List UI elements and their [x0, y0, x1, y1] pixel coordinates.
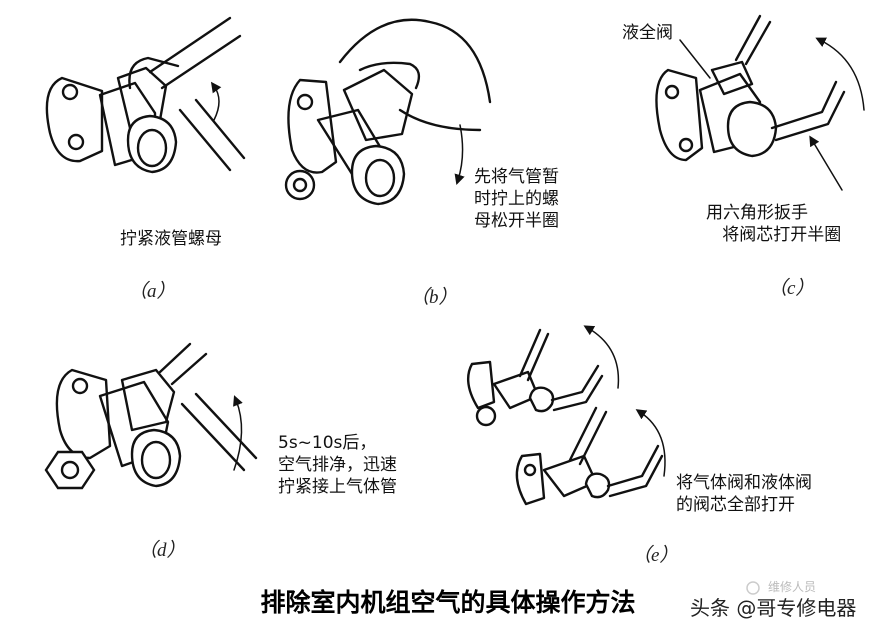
panel-b-label: （b）: [410, 287, 458, 308]
panel-c-label: （c）: [768, 278, 815, 299]
panel-c-part-label: 液全阀: [622, 23, 673, 43]
panel-b-caption: 先将气管暂 时拧上的螺 母松开半圈: [474, 167, 559, 231]
figure-title: 排除室内机组空气的具体操作方法: [260, 588, 636, 617]
panel-c-caption: 用六角形扳手 将阀芯打开半圈: [706, 203, 842, 245]
panel-a-label: （a）: [128, 281, 176, 302]
panel-e-drawing: [466, 325, 666, 506]
panel-c-drawing: [655, 14, 865, 191]
watermark-text: 头条 @哥专修电器: [690, 596, 857, 620]
panel-b-drawing: [284, 18, 492, 206]
panel-a-drawing: [45, 16, 246, 174]
panel-d-drawing: [44, 342, 258, 490]
panel-a-caption: 拧紧液管螺母: [120, 229, 222, 249]
watermark-logo: [746, 581, 760, 595]
panel-d-label: （d）: [138, 540, 186, 561]
watermark-faint: 维修人员: [768, 580, 817, 594]
panel-e-caption: 将气体阀和液体阀 的阀芯全部打开: [676, 473, 812, 515]
panel-d-caption: 5s~10s后， 空气排净，迅速 拧紧接上气体管: [278, 433, 397, 497]
panel-e-label: （e）: [632, 545, 679, 566]
